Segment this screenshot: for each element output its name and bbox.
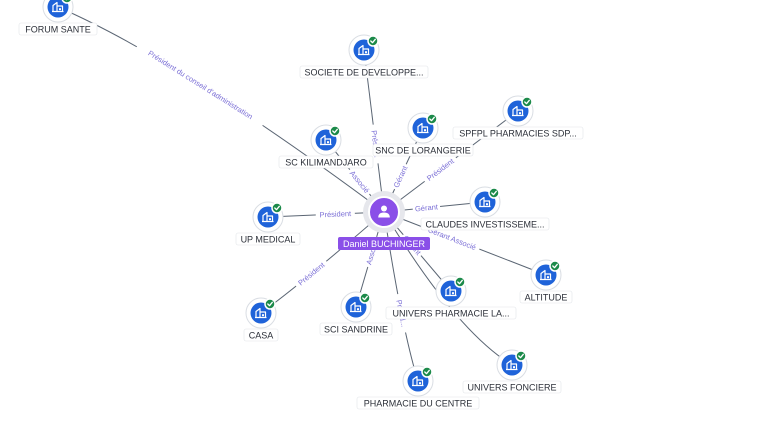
edge-label-bg [421,153,459,186]
edge-label-bg [412,201,441,215]
check-badge-icon [367,35,379,47]
edge-label-group-forum: Président du conseil d'administration [135,41,266,129]
check-badge-icon [421,366,433,378]
node-label-kilimandjaro[interactable]: SC KILIMANDJARO [285,157,367,167]
company-node-societe[interactable]: SOCIETE DE DEVELOPPE... [299,34,429,79]
node-label-fonciere[interactable]: UNIVERS FONCIERE [467,382,556,392]
edge-label-bg [315,208,356,220]
company-node-univerla[interactable]: UNIVERS PHARMACIE LA... [385,275,517,320]
nodes-layer: FORUM SANTE SOCIETE DE DEVELOPPE... SPFPL … [18,0,584,410]
company-node-kilimandjaro[interactable]: SC KILIMANDJARO [278,124,374,169]
building-icon [479,196,491,208]
person-icon [378,205,390,218]
node-label-bg [519,290,573,304]
node-label-bg [452,126,584,140]
building-icon [417,122,429,134]
building-icon [358,44,370,56]
edge-label-group-kilimandjaro: Associé [345,166,374,198]
company-node-forum[interactable]: FORUM SANTE [18,0,98,36]
edge-label-upmedical: Président [319,209,352,219]
node-label-altitude[interactable]: ALTITUDE [525,292,568,302]
building-icon [445,285,457,297]
node-label-bg [18,22,98,36]
node-disc[interactable] [47,0,69,18]
node-label-bg [356,396,480,410]
building-icon [262,211,274,223]
check-badge-icon [515,350,527,362]
check-badge-icon [521,96,533,108]
edge-label-bg [422,223,482,254]
node-label-casa[interactable]: CASA [249,330,274,340]
center-label[interactable]: Daniel BUCHINGER [343,239,426,249]
edge-label-snc: Gérant [392,164,410,189]
company-node-altitude[interactable]: ALTITUDE [519,259,573,304]
node-label-sandrine[interactable]: SCI SANDRINE [324,324,388,334]
node-label-bg [235,232,301,246]
edge-label-bg [345,166,374,198]
building-icon [255,307,267,319]
edge-label-bg [293,257,330,291]
company-node-claudes[interactable]: CLAUDES INVESTISSEME... [420,186,550,231]
company-node-spfpl[interactable]: SPFPL PHARMACIES SDP... [452,95,584,140]
edge-label-casa: Président [296,260,327,288]
center-disc[interactable] [368,196,400,228]
edge-label-group-snc: Gérant [390,162,411,192]
building-icon [506,359,518,371]
node-label-bg [462,380,562,394]
building-icon [512,105,524,117]
edge-label-forum: Président du conseil d'administration [146,49,254,122]
edge-label-group-spfpl: Président [421,153,459,186]
building-icon [540,269,552,281]
edge-label-group-upmedical: Président [315,208,356,220]
node-label-snc[interactable]: SNC DE LORANGERIE [375,145,471,155]
edge-label-group-claudes: Gérant [412,201,441,215]
center-node[interactable]: Daniel BUCHINGER [338,191,430,250]
company-node-centre[interactable]: PHARMACIE DU CENTRE [356,365,480,410]
check-badge-icon [426,113,438,125]
node-label-bg [319,322,393,336]
company-node-snc[interactable]: SNC DE LORANGERIE [372,112,474,157]
node-label-centre[interactable]: PHARMACIE DU CENTRE [364,398,473,408]
edge-label-group-casa: Président [293,257,330,291]
edge-label-spfpl: Président [425,156,456,183]
company-node-upmedical[interactable]: UP MEDICAL [235,201,301,246]
check-badge-icon [264,298,276,310]
node-label-bg [372,143,474,157]
edge-label-bg [135,41,266,129]
check-badge-icon [359,292,371,304]
edge-label-bg [390,162,411,192]
node-label-bg [278,155,374,169]
building-icon [412,375,424,387]
company-node-casa[interactable]: CASA [243,297,279,342]
check-badge-icon [488,187,500,199]
check-badge-icon [454,276,466,288]
node-label-bg [243,328,279,342]
node-label-societe[interactable]: SOCIETE DE DEVELOPPE... [304,67,423,77]
edge-forum [57,6,385,213]
check-badge-icon [329,125,341,137]
node-label-bg [299,65,429,79]
edge-label-claudes: Gérant [415,202,440,213]
center-label-bg [338,237,430,250]
company-node-fonciere[interactable]: UNIVERS FONCIERE [462,349,562,394]
edge-label-kilimandjaro: Associé [348,169,371,195]
company-node-sandrine[interactable]: SCI SANDRINE [319,291,393,336]
building-icon [350,301,362,313]
node-label-univerla[interactable]: UNIVERS PHARMACIE LA... [392,308,509,318]
node-label-spfpl[interactable]: SPFPL PHARMACIES SDP... [459,128,577,138]
node-label-bg [420,217,550,231]
node-label-upmedical[interactable]: UP MEDICAL [241,234,296,244]
building-icon [320,134,332,146]
building-icon [52,1,64,13]
check-badge-icon [61,0,73,4]
check-badge-icon [271,202,283,214]
node-label-bg [385,306,517,320]
node-label-claudes[interactable]: CLAUDES INVESTISSEME... [425,219,544,229]
node-label-forum[interactable]: FORUM SANTE [25,24,91,34]
check-badge-icon [549,260,561,272]
